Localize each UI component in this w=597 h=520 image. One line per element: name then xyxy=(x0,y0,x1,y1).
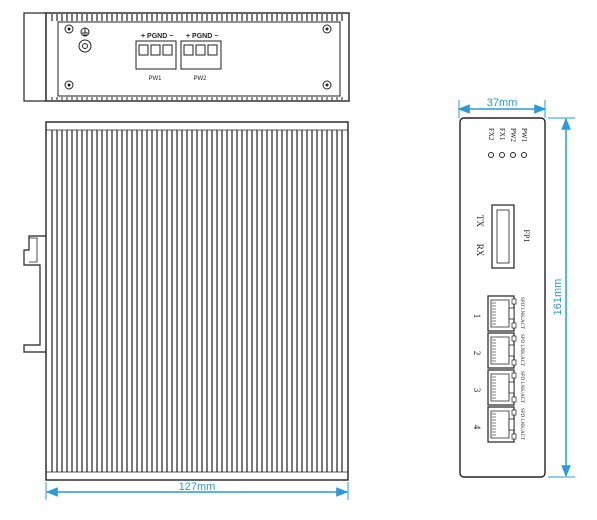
tx-label: TX xyxy=(475,215,485,227)
spd-led-icon xyxy=(511,409,517,416)
led-label: FX2 xyxy=(487,128,495,141)
led-pw2: PW2 xyxy=(509,128,517,158)
port-led-label: SPD LNK/ACT xyxy=(519,334,524,366)
terminal-header-pw2: + PGND − xyxy=(186,33,218,40)
screw-icon xyxy=(322,24,332,34)
spd-led-icon xyxy=(511,372,517,379)
lnk-led-icon xyxy=(511,396,517,403)
led-label: PW1 xyxy=(520,128,528,143)
port-number: 4 xyxy=(472,425,482,430)
height-dimension-label: 161mm xyxy=(552,279,564,316)
screw-icon xyxy=(64,24,74,34)
terminal-header-pw1: + PGND − xyxy=(141,33,173,40)
lnk-led-icon xyxy=(511,359,517,366)
screw-icon xyxy=(64,80,74,90)
port-number: 2 xyxy=(472,351,482,356)
ethernet-port-2: 2 SPD LNK/ACT xyxy=(472,332,524,369)
led-fx2: FX2 xyxy=(487,128,495,158)
side-view: 127mm xyxy=(23,121,349,500)
din-rail-clip xyxy=(23,235,46,353)
port-number: 1 xyxy=(472,314,482,319)
led-pw1: PW1 xyxy=(520,128,528,158)
top-view-fins xyxy=(51,14,343,100)
fp1-label: FP1 xyxy=(522,230,531,243)
ethernet-port-1: 1 SPD LNK/ACT xyxy=(472,295,524,332)
terminal-block-pw2: + PGND − PW2 xyxy=(180,33,222,82)
lnk-led-icon xyxy=(511,433,517,440)
front-width-dimension-label: 37mm xyxy=(487,97,518,109)
rx-label: RX xyxy=(475,244,485,257)
led-icon xyxy=(499,152,505,158)
ethernet-port-3: 3 SPD LNK/ACT xyxy=(472,369,524,406)
port-led-label: SPD LNK/ACT xyxy=(519,297,524,329)
led-label: PW2 xyxy=(509,128,517,143)
terminal-block-pw1: + PGND − PW1 xyxy=(135,33,177,82)
port-number: 3 xyxy=(472,388,482,393)
port-led-label: SPD LNK/ACT xyxy=(519,408,524,440)
width-dimension-label: 127mm xyxy=(179,481,216,493)
ground-icon xyxy=(80,27,90,37)
pw2-label: PW2 xyxy=(193,76,207,82)
top-view: + PGND − PW1 + PGND − PW2 xyxy=(23,12,350,102)
port-led-label: SPD LNK/ACT xyxy=(519,371,524,403)
led-label: FX1 xyxy=(498,128,506,141)
spd-led-icon xyxy=(511,335,517,342)
led-icon xyxy=(488,152,494,158)
top-view-din-tab xyxy=(23,12,47,102)
led-icon xyxy=(521,152,527,158)
pw1-label: PW1 xyxy=(148,76,162,82)
screw-icon xyxy=(322,80,332,90)
side-view-fins xyxy=(51,130,343,472)
fiber-port: TX RX FP1 xyxy=(475,204,531,269)
lnk-led-icon xyxy=(511,322,517,329)
rj45-jack xyxy=(487,295,515,332)
spd-led-icon xyxy=(511,298,517,305)
led-fx1: FX1 xyxy=(498,128,506,158)
ethernet-port-4: 4 SPD LNK/ACT xyxy=(472,406,524,443)
ground-screw-icon xyxy=(78,39,92,53)
led-icon xyxy=(510,152,516,158)
